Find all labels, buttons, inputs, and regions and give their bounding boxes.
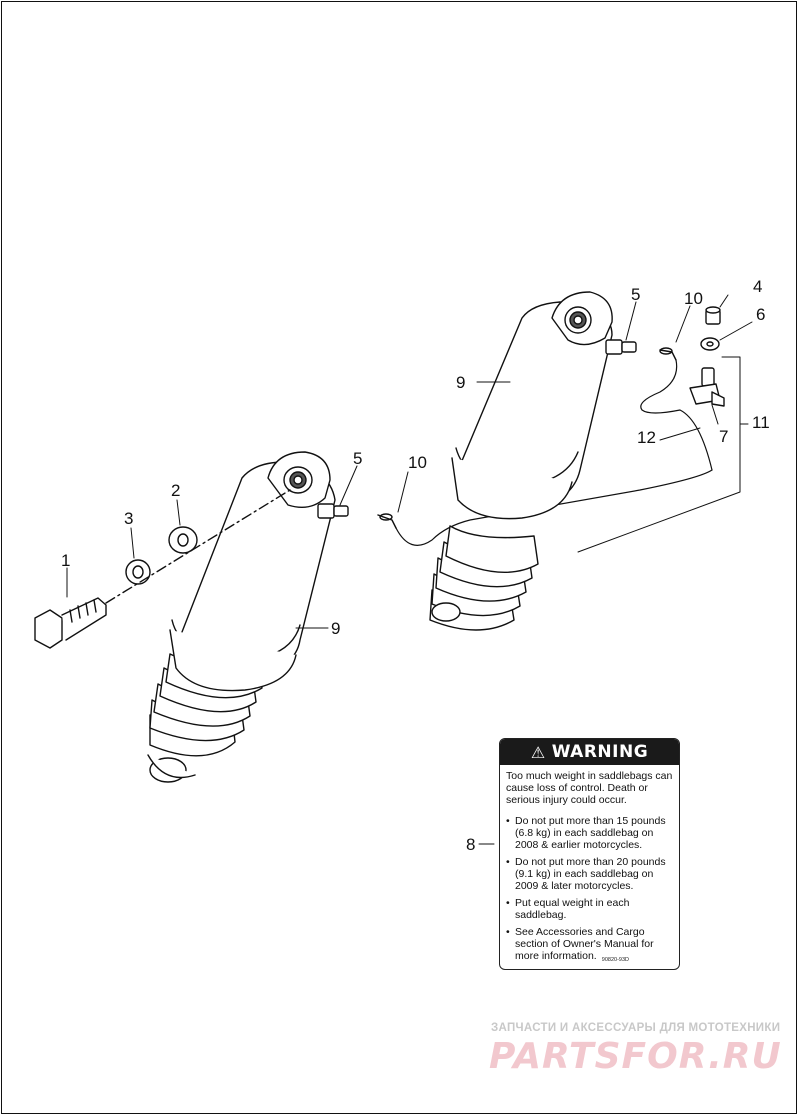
lock-washer-part-3[interactable]	[125, 559, 151, 585]
warning-title: WARNING	[551, 742, 649, 762]
warning-bullet: Put equal weight in each saddlebag.	[506, 897, 673, 921]
callout-11: 11	[752, 413, 770, 432]
assembly-axis-line	[105, 489, 291, 604]
shock-absorber-right[interactable]	[429, 291, 637, 631]
warning-intro: Too much weight in saddlebags can cause …	[506, 770, 673, 806]
air-fitting-left	[317, 503, 349, 519]
nut-part-6[interactable]	[700, 337, 720, 351]
callout-2: 2	[171, 481, 180, 500]
valve-cap-part-4[interactable]	[705, 306, 721, 325]
callout-10-upper: 10	[684, 289, 703, 308]
callout-12: 12	[637, 428, 656, 447]
callout-1: 1	[61, 551, 70, 570]
callout-9-lower: 9	[331, 619, 340, 638]
warning-body: Too much weight in saddlebags can cause …	[500, 765, 679, 962]
watermark-brand: PARTSFOR.RU	[489, 1036, 782, 1077]
upper-mount-eye-right	[551, 291, 613, 346]
callout-4: 4	[753, 277, 762, 296]
warning-bullet: Do not put more than 15 pounds (6.8 kg) …	[506, 815, 673, 851]
warning-triangle-icon: ⚠	[530, 742, 546, 762]
callout-5-lower: 5	[353, 449, 362, 468]
callout-9-upper: 9	[456, 373, 465, 392]
callout-7: 7	[719, 427, 728, 446]
body-lower-left	[169, 629, 297, 692]
air-fitting-right	[605, 339, 637, 355]
washer-part-2[interactable]	[168, 526, 198, 554]
bolt-part-1[interactable]	[34, 597, 107, 649]
callout-8: 8	[466, 835, 475, 854]
callout-6: 6	[756, 305, 765, 324]
warning-label-part-8[interactable]: ⚠ WARNING Too much weight in saddlebags …	[499, 738, 680, 970]
air-valve-tee-part-7[interactable]	[689, 367, 725, 407]
watermark-tagline: ЗАПЧАСТИ И АКСЕССУАРЫ ДЛЯ МОТОТЕХНИКИ	[491, 1022, 781, 1034]
warning-bullet: Do not put more than 20 pounds (9.1 kg) …	[506, 856, 673, 892]
leader-lines	[66, 294, 753, 845]
warning-bullet: See Accessories and Cargo section of Own…	[506, 926, 673, 962]
callout-10-lower: 10	[408, 453, 427, 472]
shock-absorber-left[interactable]	[147, 451, 349, 783]
air-hose-part-10-upper[interactable]	[640, 347, 713, 471]
warning-header: ⚠ WARNING	[500, 739, 679, 765]
warning-part-number: 90820-93D	[601, 957, 629, 963]
bellows-right	[429, 525, 539, 631]
body-lower-right	[451, 457, 573, 520]
callout-3: 3	[124, 509, 133, 528]
warning-bullet-list: Do not put more than 15 pounds (6.8 kg) …	[506, 815, 673, 962]
callout-5-upper: 5	[631, 285, 640, 304]
callout-numbers: 1 3 2 5 10 9 9 5 10 4 6 7 11 12 8	[61, 277, 770, 854]
